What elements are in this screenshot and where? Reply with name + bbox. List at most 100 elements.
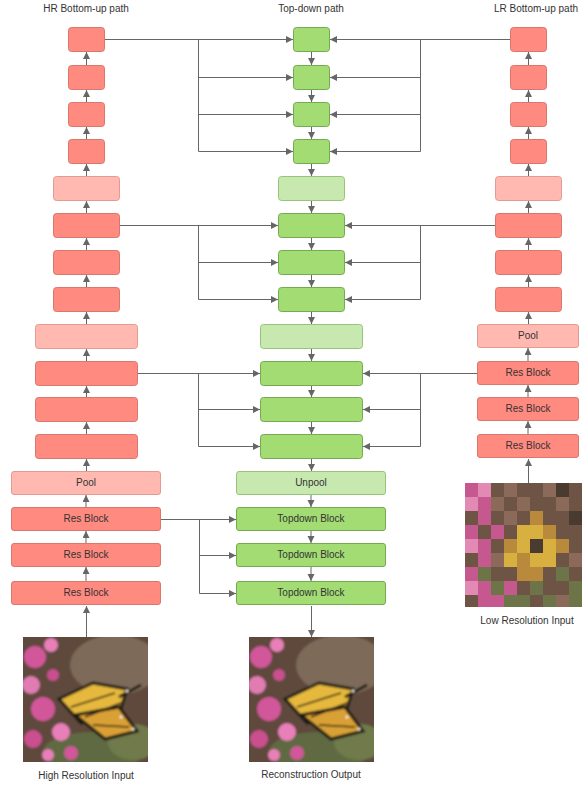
connector-arrow [86, 531, 87, 543]
layer-box [511, 140, 547, 164]
layer-box [54, 214, 120, 238]
image-caption: Reconstruction Output [261, 769, 361, 781]
flow-arrow [86, 312, 87, 324]
layer-box [279, 214, 345, 238]
block-label: Unpool [295, 477, 327, 489]
res-block: Res Block [477, 397, 579, 421]
pixelated-photo [517, 553, 530, 567]
skip-connection [199, 299, 279, 300]
flow-arrow [528, 238, 529, 250]
pixelated-photo [504, 483, 517, 497]
block-label: Res Block [63, 549, 108, 561]
block-label: Topdown Block [277, 587, 344, 599]
pixelated-photo [478, 553, 491, 567]
layer-box [261, 325, 363, 349]
flow-arrow [528, 275, 529, 287]
flow-arrow [311, 606, 312, 637]
pixelated-photo [517, 595, 530, 607]
pixelated-photo [491, 497, 504, 511]
pixelated-photo [491, 581, 504, 595]
flow-arrow [311, 422, 312, 434]
flow-arrow [86, 349, 87, 361]
connector-arrow [86, 495, 87, 507]
pool-block: Pool [11, 471, 161, 495]
flow-arrow [311, 459, 312, 471]
layer-box [54, 177, 120, 201]
block-label: Topdown Block [277, 513, 344, 525]
pixelated-photo [543, 483, 556, 497]
pixelated-photo [465, 539, 478, 553]
flow-arrow [311, 52, 312, 65]
pixelated-photo [517, 497, 530, 511]
pixelated-photo [491, 553, 504, 567]
layer-box [294, 66, 330, 90]
skip-connection [199, 114, 294, 115]
pixelated-photo [543, 525, 556, 539]
skip-connection [363, 409, 421, 410]
skip-connection [198, 40, 199, 152]
layer-box [54, 288, 120, 312]
layer-box [496, 214, 562, 238]
pixelated-photo [530, 525, 543, 539]
pixelated-photo [530, 567, 543, 581]
layer-box [36, 362, 138, 386]
pixelated-photo [465, 525, 478, 539]
flow-arrow [311, 90, 312, 102]
pixelated-photo [504, 581, 517, 595]
pixelated-photo [478, 497, 491, 511]
layer-box [261, 362, 363, 386]
pixelated-photo [517, 539, 530, 553]
block-label: Res Block [505, 367, 550, 379]
res-block: Res Block [11, 581, 161, 605]
pixelated-photo [504, 553, 517, 567]
pixelated-photo [556, 567, 569, 581]
reconstruction-photo [244, 632, 386, 772]
skip-connection [345, 262, 421, 263]
layer-box [279, 288, 345, 312]
pixelated-photo [491, 525, 504, 539]
flow-arrow [528, 459, 529, 483]
pixelated-photo [478, 567, 491, 581]
flow-arrow [528, 312, 529, 324]
pixelated-photo [530, 553, 543, 567]
skip-connection [330, 151, 421, 152]
res-block: Res Block [477, 361, 579, 385]
flow-arrow [311, 386, 312, 397]
skip-connection [420, 40, 421, 152]
pixelated-photo [478, 511, 491, 525]
pixelated-photo [543, 595, 556, 607]
flow-arrow [528, 90, 529, 102]
layer-box [511, 66, 547, 90]
layer-box [279, 177, 345, 201]
flow-arrow [311, 201, 312, 213]
flow-arrow [311, 238, 312, 250]
flow-arrow [86, 386, 87, 397]
pixelated-photo [478, 539, 491, 553]
flow-arrow [86, 606, 87, 637]
skip-connection [199, 262, 279, 263]
skip-connection [199, 409, 261, 410]
layer-box [36, 435, 138, 459]
connector-arrow [161, 520, 236, 594]
pixelated-photo [556, 539, 569, 553]
pixelated-photo [556, 595, 569, 607]
pixelated-photo [465, 483, 582, 607]
res-block: Res Block [477, 434, 579, 458]
pixelated-photo [478, 483, 491, 497]
flow-arrow [311, 349, 312, 361]
flow-arrow [528, 201, 529, 213]
pixelated-photo [569, 581, 582, 595]
pool-block: Pool [477, 324, 579, 348]
connector-arrow [528, 421, 529, 434]
connector-arrow [311, 531, 312, 543]
flow-arrow [86, 275, 87, 287]
pixelated-photo [556, 483, 569, 497]
connector-arrow [161, 520, 236, 556]
layer-box [36, 325, 138, 349]
connector-arrow [311, 495, 312, 507]
layer-box [69, 28, 105, 52]
block-label: Topdown Block [277, 549, 344, 561]
flow-arrow [86, 164, 87, 176]
skip-connection [363, 446, 421, 447]
